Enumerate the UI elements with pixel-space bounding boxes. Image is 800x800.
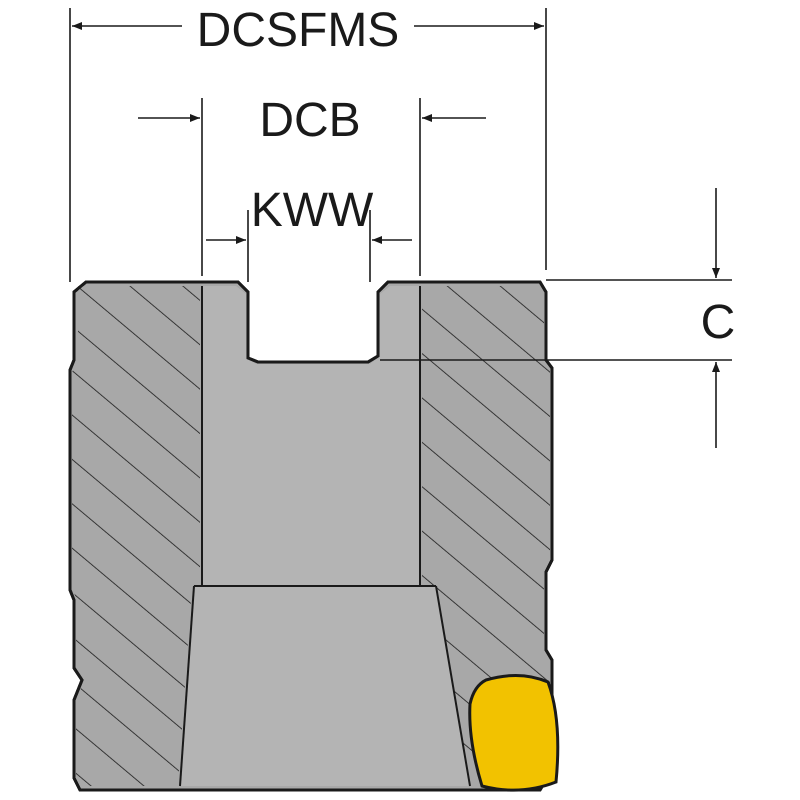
c-label: C [701, 296, 736, 349]
dcb-label: DCB [259, 94, 360, 147]
left-section-hatch [72, 286, 200, 786]
kww-label: KWW [251, 184, 374, 237]
cutter-outline [68, 280, 554, 792]
right-section-hatch [422, 286, 550, 786]
counterbore-left [179, 585, 195, 787]
dcsfms-label: DCSFMS [197, 4, 400, 57]
center-bore [180, 286, 470, 786]
cutting-insert [468, 673, 560, 792]
counterbore-right [435, 585, 471, 787]
